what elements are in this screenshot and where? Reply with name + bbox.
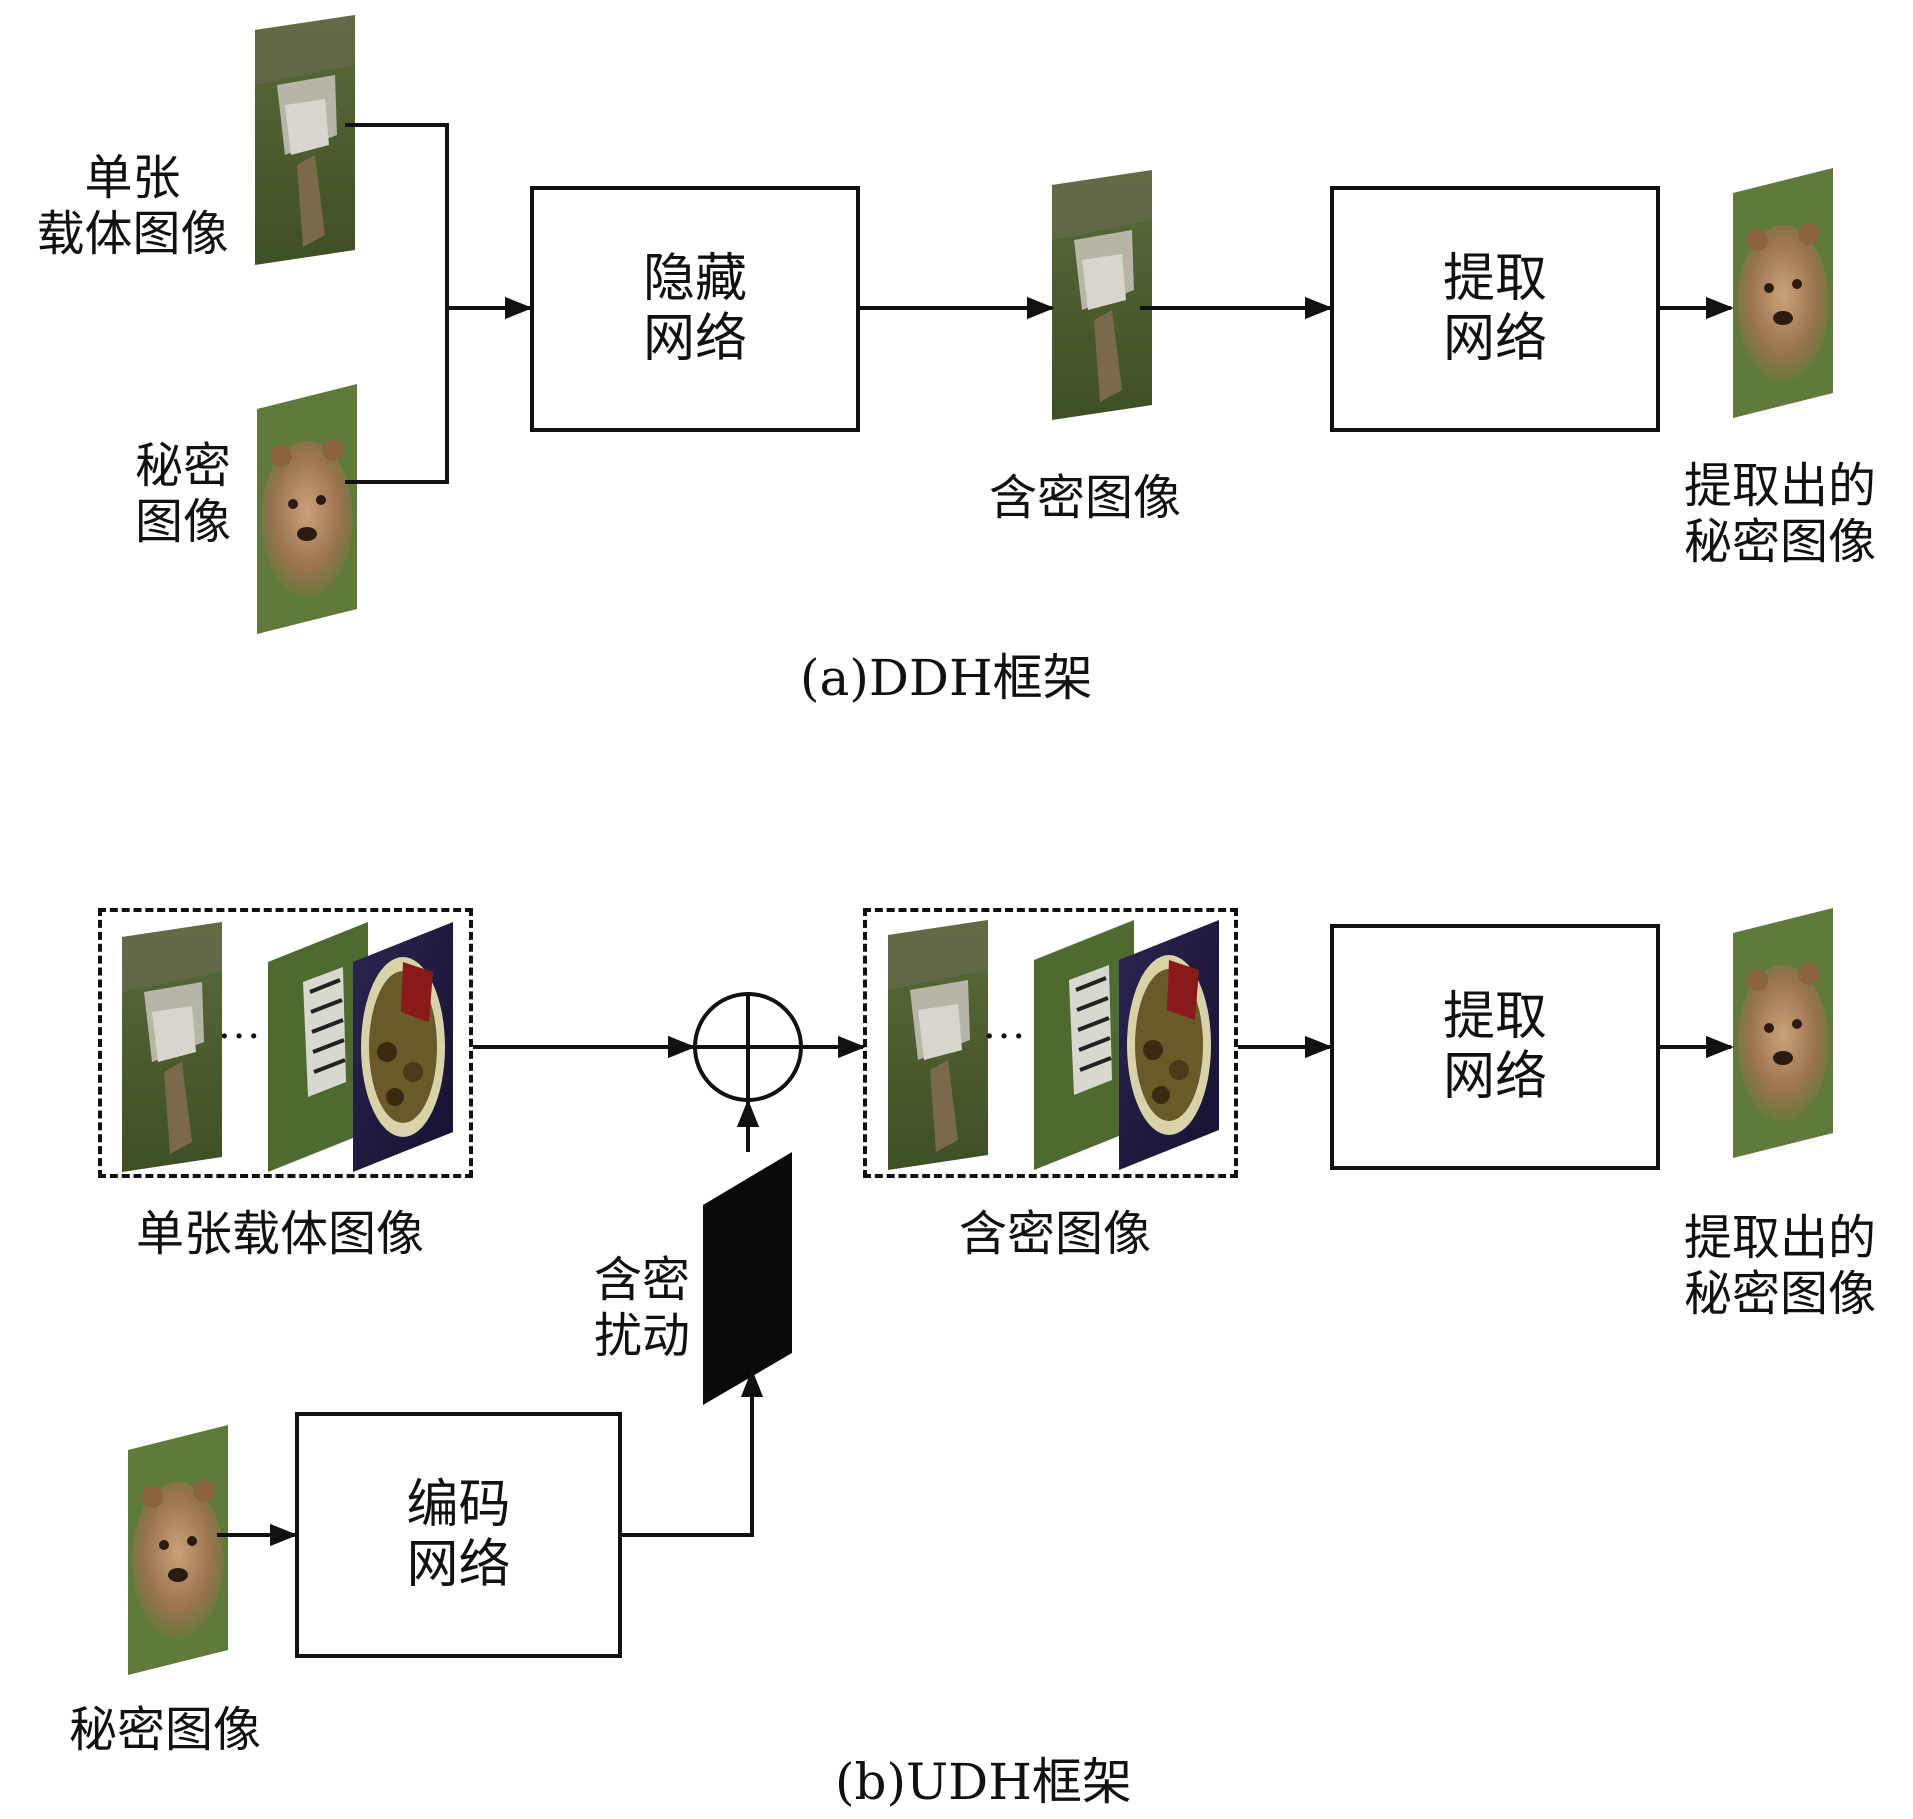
caption-b: (b)UDH框架 bbox=[835, 1753, 1132, 1811]
extracted-label-a-line1: 提取出的 bbox=[1683, 458, 1876, 514]
cover-images-group bbox=[98, 908, 473, 1178]
perturbation-image bbox=[703, 1152, 792, 1405]
encoding-network-line2: 网络 bbox=[406, 1535, 511, 1595]
extracted-label-b-line1: 提取出的 bbox=[1683, 1210, 1876, 1266]
extraction-network-box-b: 提取 网络 bbox=[1330, 924, 1660, 1170]
connectors-b bbox=[217, 1035, 1734, 1547]
secret-image-a bbox=[257, 384, 357, 634]
extracted-image-a bbox=[1733, 168, 1833, 418]
cover-image-label-b: 单张载体图像 bbox=[135, 1206, 424, 1262]
xor-plus-circle-icon bbox=[693, 992, 803, 1102]
stego-ellipsis: ··· bbox=[983, 1014, 1028, 1060]
secret-image-label-b: 秘密图像 bbox=[68, 1702, 261, 1758]
stego-image-label-b: 含密图像 bbox=[958, 1206, 1151, 1262]
extraction-network-b-line2: 网络 bbox=[1442, 1047, 1547, 1107]
encoding-network-box: 编码 网络 bbox=[295, 1412, 622, 1658]
encoding-network-line1: 编码 bbox=[406, 1475, 511, 1535]
secret-label-line2: 图像 bbox=[134, 494, 231, 550]
cover-label-line2: 载体图像 bbox=[36, 206, 229, 262]
secret-label-line1: 秘密 bbox=[134, 438, 231, 494]
perturbation-label-line2: 扰动 bbox=[593, 1308, 690, 1364]
secret-image-b bbox=[128, 1425, 228, 1675]
stego-image-a bbox=[1052, 170, 1152, 420]
hiding-network-line1: 隐藏 bbox=[642, 249, 747, 309]
cover-ellipsis: ··· bbox=[218, 1014, 263, 1060]
cover-image-label-a: 单张 载体图像 bbox=[10, 150, 255, 262]
hiding-network-line2: 网络 bbox=[642, 309, 747, 369]
extraction-network-box-a: 提取 网络 bbox=[1330, 186, 1660, 432]
cover-label-line1: 单张 bbox=[84, 150, 181, 206]
stego-image-label-a: 含密图像 bbox=[988, 470, 1181, 526]
caption-a: (a)DDH框架 bbox=[800, 649, 1093, 707]
extraction-network-a-line1: 提取 bbox=[1442, 249, 1547, 309]
extraction-network-b-line1: 提取 bbox=[1442, 987, 1547, 1047]
extracted-label-b-line2: 秘密图像 bbox=[1683, 1266, 1876, 1322]
perturbation-label: 含密 扰动 bbox=[560, 1252, 690, 1364]
extracted-image-b bbox=[1733, 908, 1833, 1158]
cover-image-a bbox=[255, 15, 355, 265]
hiding-network-box: 隐藏 网络 bbox=[530, 186, 860, 432]
connectors-a bbox=[345, 123, 1734, 484]
extraction-network-a-line2: 网络 bbox=[1442, 309, 1547, 369]
extracted-secret-label-a: 提取出的 秘密图像 bbox=[1660, 458, 1900, 570]
extracted-label-a-line2: 秘密图像 bbox=[1683, 514, 1876, 570]
extracted-secret-label-b: 提取出的 秘密图像 bbox=[1660, 1210, 1900, 1322]
perturbation-label-line1: 含密 bbox=[593, 1252, 690, 1308]
secret-image-label-a: 秘密 图像 bbox=[118, 438, 248, 550]
stego-images-group bbox=[863, 908, 1238, 1178]
